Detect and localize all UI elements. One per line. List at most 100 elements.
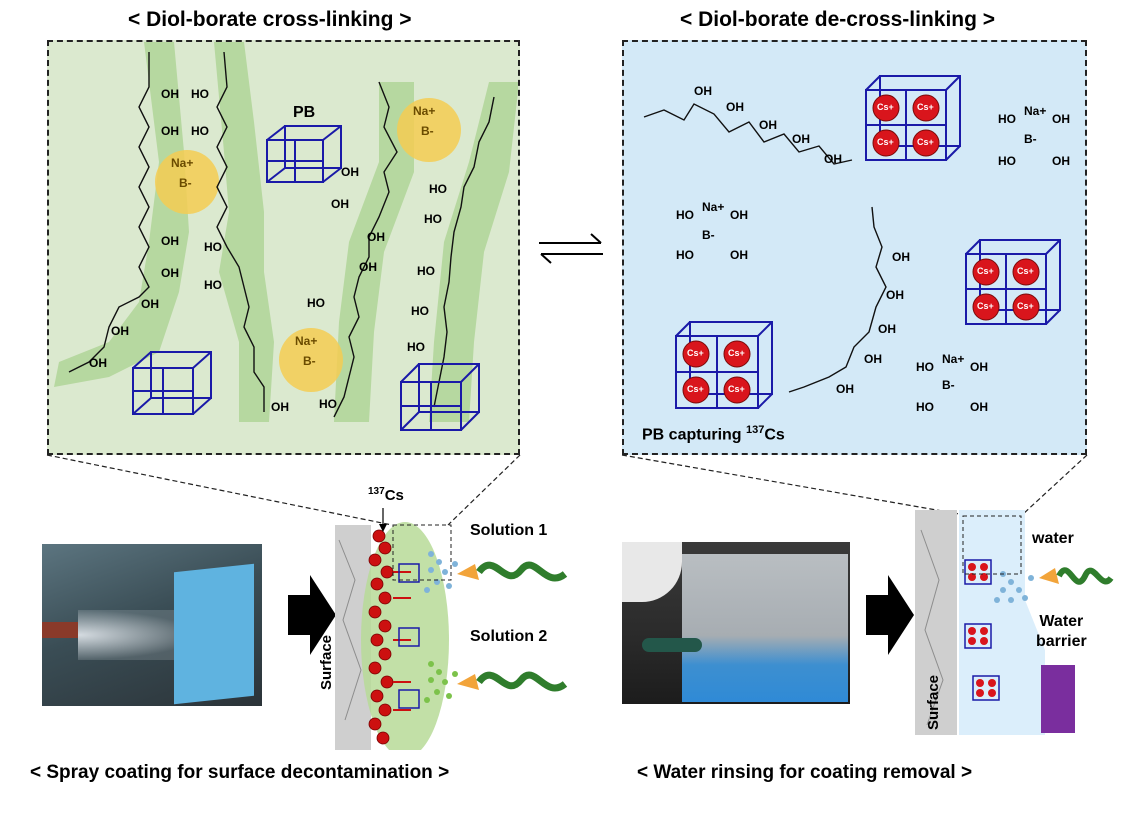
hose-icon <box>476 561 568 582</box>
hydroxyl-label: OH <box>141 297 159 311</box>
hydroxyl-label: OH <box>271 400 289 414</box>
cs-ion-ball <box>968 573 976 581</box>
polymer-band <box>429 82 518 422</box>
hose-icon <box>1056 567 1114 585</box>
hydroxyl-label: HO <box>676 248 694 262</box>
coating-layer <box>361 522 449 750</box>
polymer-backbone <box>433 96 495 408</box>
borate-boron-label: B- <box>303 354 316 368</box>
borate-sodium-label: Na+ <box>295 334 318 348</box>
rinsed-panel <box>682 554 848 702</box>
cs-ion-label: Cs+ <box>917 137 934 147</box>
pb-cube-small <box>972 675 1000 701</box>
cs-ion-ball <box>1012 293 1040 321</box>
cs-ion-ball <box>972 293 1000 321</box>
coated-panel <box>174 563 254 705</box>
cs-ion-label: Cs+ <box>877 102 894 112</box>
hydroxyl-label: OH <box>836 382 854 396</box>
pb-cube <box>400 363 480 431</box>
solution1-label: Solution 1 <box>470 522 548 539</box>
cs-ion-ball <box>976 689 984 697</box>
hydroxyl-label: OH <box>730 248 748 262</box>
borate-sodium-label: Na+ <box>171 156 194 170</box>
rinse-caption: < Water rinsing for coating removal > <box>637 762 973 783</box>
cs-ion-label: Cs+ <box>1017 301 1034 311</box>
spray-coating-photo <box>42 544 262 706</box>
hydroxyl-label: HO <box>916 400 934 414</box>
cs-ion-label: Cs+ <box>877 137 894 147</box>
polymer-backbone <box>68 52 150 373</box>
pb-capturing-label: PB capturing 137Cs <box>642 424 785 444</box>
borate-crosslink-halo <box>155 150 219 214</box>
equilibrium-arrows <box>539 233 603 264</box>
cs-ion-ball <box>723 340 751 368</box>
surface-wall <box>915 510 957 735</box>
hydroxyl-label: HO <box>424 212 442 226</box>
cs-ion-ball <box>682 340 710 368</box>
surface-label: Surface <box>925 674 942 730</box>
hydroxyl-label: HO <box>676 208 694 222</box>
cs-ion-ball <box>980 627 988 635</box>
spray-caption: < Spray coating for surface decontaminat… <box>30 762 450 783</box>
crosslinked-network-diagram <box>54 42 518 431</box>
process-arrow-icon <box>288 575 336 655</box>
cs-ion-label: Cs+ <box>977 266 994 276</box>
hydroxyl-label: OH <box>792 132 810 146</box>
polymer-backbone <box>216 51 265 412</box>
cs-ion-ball <box>988 679 996 687</box>
cs-ion-ball <box>980 563 988 571</box>
hydroxyl-label: OH <box>726 100 744 114</box>
solution2-label: Solution 2 <box>470 628 548 645</box>
pb-cube <box>266 125 342 183</box>
borate-sodium-label: Na+ <box>702 200 725 214</box>
cs-ion-ball <box>980 573 988 581</box>
hydroxyl-label: HO <box>916 360 934 374</box>
surface-label: Surface <box>318 634 335 690</box>
hydroxyl-label: OH <box>161 234 179 248</box>
hydroxyl-label: OH <box>161 87 179 101</box>
cs-ion-ball <box>912 129 940 157</box>
hydroxyl-label: OH <box>970 400 988 414</box>
zoom-box <box>962 515 1022 575</box>
hose-icon <box>476 671 568 692</box>
water-rinsing-photo <box>622 542 850 704</box>
borate-sodium-label: Na+ <box>942 352 965 366</box>
cs-ion-label: Cs+ <box>728 348 745 358</box>
cs-ion-label: Cs+ <box>687 384 704 394</box>
pb-label: PB <box>293 104 316 121</box>
polymer-band <box>334 82 414 422</box>
spray-nozzle-icon <box>457 564 479 580</box>
water-barrier <box>1041 665 1075 733</box>
pb-cube-small <box>964 559 992 585</box>
borate-boron-label: B- <box>179 176 192 190</box>
cs-contaminant-particles <box>368 529 394 745</box>
spray-gun-icon <box>42 622 78 638</box>
decrosslinking-panel: Cs+ Cs+ Cs+ Cs+ Cs+ Cs+ Cs+ Cs+ Cs+ Cs+ … <box>622 40 1087 455</box>
hydroxyl-label: HO <box>411 304 429 318</box>
borate-sodium-label: Na+ <box>1024 104 1047 118</box>
water-label: water <box>1032 530 1074 547</box>
hydroxyl-label: OH <box>111 324 129 338</box>
cs-ion-ball <box>968 627 976 635</box>
cs137-label: 137Cs <box>368 486 404 504</box>
hydroxyl-label: HO <box>417 264 435 278</box>
cs-ion-label: Cs+ <box>977 301 994 311</box>
hydroxyl-label: OH <box>161 266 179 280</box>
decrosslinking-heading: < Diol-borate de-cross-linking > <box>680 8 996 31</box>
hydroxyl-label: HO <box>998 154 1016 168</box>
polymer-chain <box>788 206 887 393</box>
spray-droplets-1 <box>424 551 458 593</box>
borate-crosslink-halo <box>279 328 343 392</box>
pb-cube-small <box>398 689 420 709</box>
spray-droplets-2 <box>424 661 458 703</box>
polymer-band <box>214 42 274 422</box>
cs-ion-label: Cs+ <box>687 348 704 358</box>
hydroxyl-label: OH <box>359 260 377 274</box>
process-arrow-icon <box>866 575 914 655</box>
hydroxyl-label: OH <box>341 165 359 179</box>
pb-cube-small <box>398 627 420 647</box>
hydroxyl-label: OH <box>864 352 882 366</box>
cs-ion-ball <box>912 94 940 122</box>
polymer-band <box>54 42 189 387</box>
